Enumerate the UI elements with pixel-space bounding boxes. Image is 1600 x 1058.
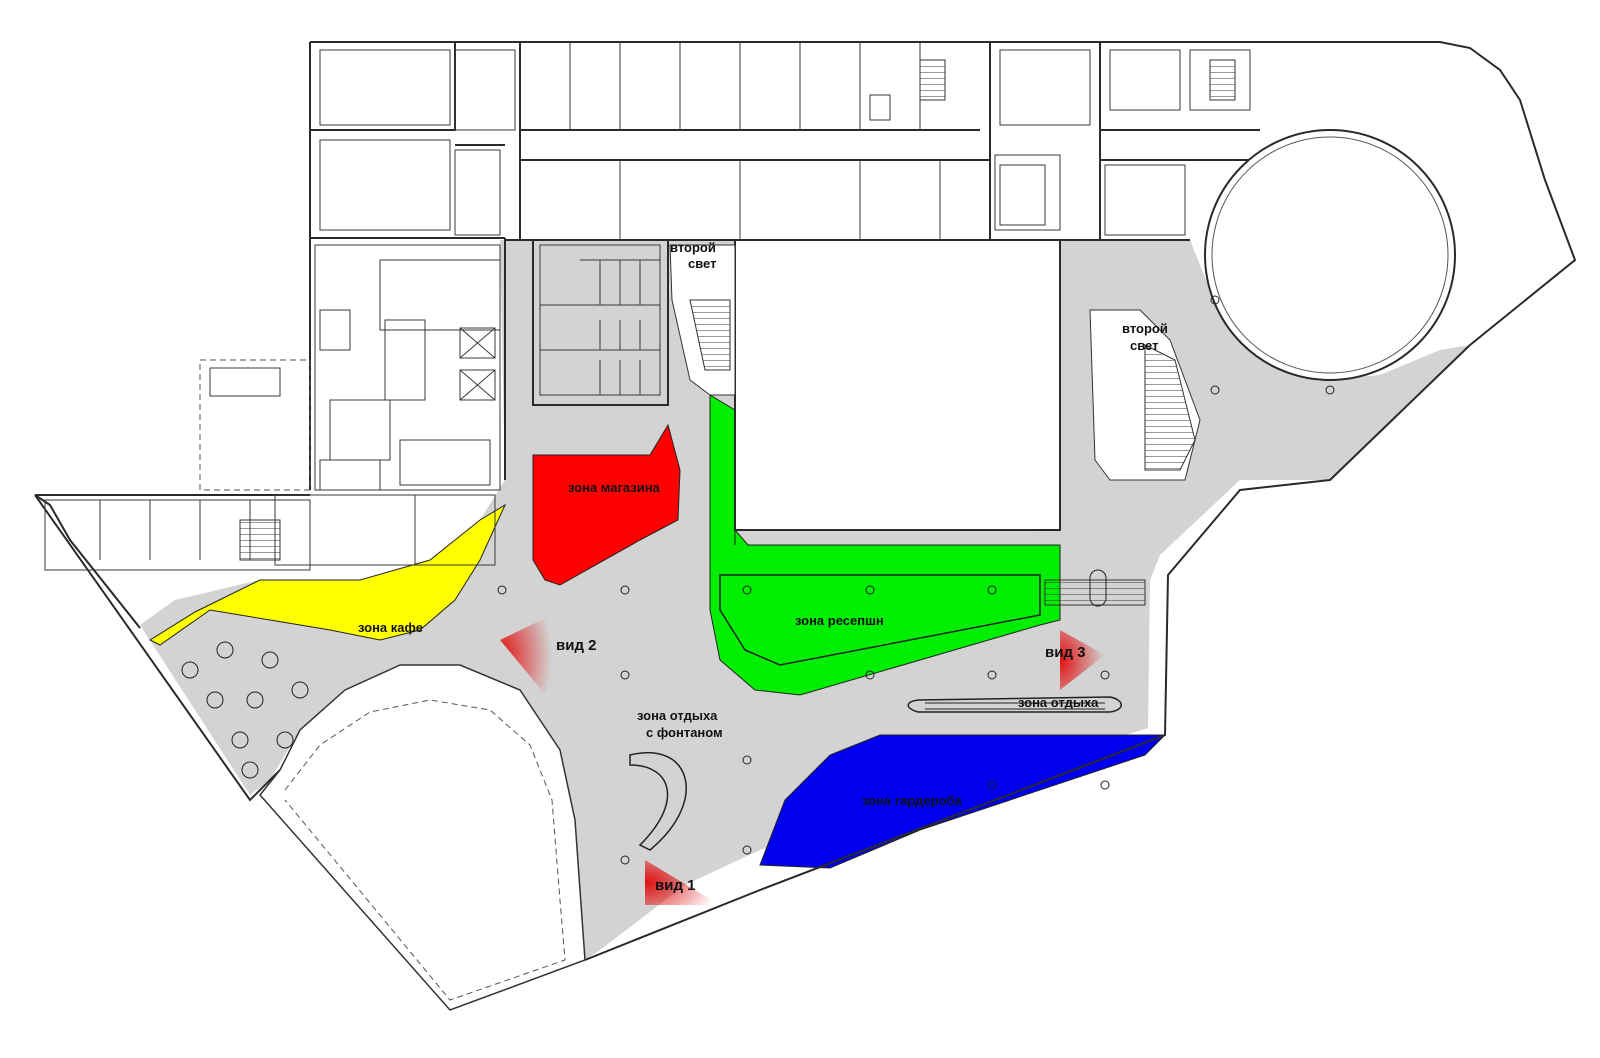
building-walls [34, 41, 1577, 961]
west-core [199, 244, 501, 491]
columns [497, 295, 1335, 865]
second-light-label-1b: свет [688, 256, 716, 271]
zone-cafe-label: зона кафе [358, 620, 423, 635]
void-right [1089, 309, 1201, 481]
second-light-label-2b: свет [1130, 338, 1158, 353]
zone-wardrobe-label: зона гардероба [862, 793, 962, 808]
view-marker-2[interactable]: вид 2 [500, 615, 596, 700]
void-left [669, 244, 736, 396]
zone-shop-label: зона магазина [568, 480, 661, 495]
second-light-label-2a: второй [1122, 321, 1168, 336]
second-light-label-1a: второй [670, 240, 716, 255]
rotunda [1204, 129, 1456, 381]
view-1-label: вид 1 [655, 877, 695, 894]
cafe-tables [181, 641, 309, 779]
zone-rest-fountain-label-2: с фонтаном [646, 725, 723, 740]
zone-rest-label: зона отдыха [1018, 695, 1099, 710]
zone-cafe[interactable] [148, 503, 507, 646]
benches [629, 696, 1122, 851]
courtyard [259, 664, 586, 1011]
view-marker-3[interactable]: вид 3 [1045, 630, 1105, 690]
zone-shop[interactable] [532, 423, 681, 586]
zone-reception-label: зона ресепшн [795, 613, 884, 628]
view-marker-1[interactable]: вид 1 [645, 860, 720, 905]
restrooms [539, 164, 1046, 396]
north-rooms [319, 42, 1251, 240]
view-2-label: вид 2 [556, 637, 596, 654]
zone-rest-fountain-label-1: зона отдыха [637, 708, 718, 723]
view-3-label: вид 3 [1045, 644, 1085, 661]
reception-counter [719, 529, 1146, 666]
west-lower-block [44, 494, 496, 571]
